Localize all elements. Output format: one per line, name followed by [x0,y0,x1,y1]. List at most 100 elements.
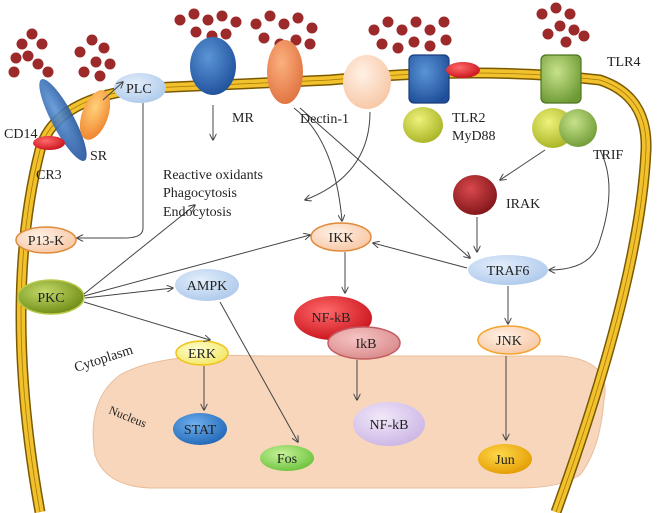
ligand-bead [86,34,98,46]
mr-receptor [190,37,236,95]
myd88-adapter [403,107,443,143]
ligand-bead [94,70,106,82]
arrow-trif-traf6 [549,149,610,270]
tlr4-label: TLR4 [607,55,640,70]
stat-node [173,413,227,445]
ligand-bead [424,24,436,36]
ligand-bead [292,12,304,24]
ligand-bead [78,66,90,78]
ligand-bead [560,36,572,48]
ligand-bead [392,42,404,54]
pkc-label: PKC [37,291,64,306]
arrow-pkc-responses [83,205,195,295]
arrow-pkc-ikk [83,235,310,297]
erk-label: ERK [188,347,216,362]
ligand-bead [290,34,302,46]
cr3-receptor [39,79,87,161]
nfkb-nucleus-node [353,402,425,446]
ligand-bead [278,18,290,30]
jun-label: Jun [495,453,514,468]
myd88-label: MyD88 [452,129,496,144]
arrow-plc-p13k [77,103,144,238]
ligand-bead [190,26,202,38]
ligand-bead [564,8,576,20]
sr-receptor [79,90,111,140]
fos-node [260,445,314,471]
ligand-bead [42,66,54,78]
ligand-bead [36,38,48,50]
tlr2-receptor [408,54,450,104]
ligand-cluster [536,2,590,48]
nfkb-cyto-label: NF-kB [312,311,351,326]
dectin1-label: Dectin-1 [300,112,349,127]
ligand-bead [424,40,436,52]
ligand-bead [542,28,554,40]
ligand-bead [250,18,262,30]
ligand-bead [408,36,420,48]
response-reactive-oxidants: Reactive oxidants [163,168,263,183]
ligand-bead [368,24,380,36]
ligand-bead [438,16,450,28]
ligand-bead [202,14,214,26]
trif-label: TRIF [593,148,624,163]
ligand-bead [188,8,200,20]
dectin1-partner [343,55,391,109]
ikk-label: IKK [329,231,354,246]
p13k-label: P13-K [28,234,65,249]
response-phagocytosis: Phagocytosis [163,186,237,201]
ligand-bead [440,34,452,46]
ligand-cluster [8,28,54,78]
plc-node [114,73,166,103]
ligand-bead [410,16,422,28]
plc-label: PLC [126,82,152,97]
ikb-node [327,326,401,360]
irak-label: IRAK [506,197,540,212]
cd14-label: CD14 [4,127,37,142]
ikb-label: IkB [356,337,377,352]
cd14-receptor [33,136,65,150]
dectin1-receptor [267,40,303,104]
ampk-label: AMPK [187,279,227,294]
ligand-bead [32,58,44,70]
ligand-bead [306,22,318,34]
ligand-bead [98,42,110,54]
stat-label: STAT [184,423,217,438]
ligand-bead [22,50,34,62]
ligand-bead [104,58,116,70]
ligand-bead [10,52,22,64]
ligand-bead [554,20,566,32]
ligand-bead [230,16,242,28]
ligand-bead [568,24,580,36]
ligand-bead [376,38,388,50]
irak-node [453,175,497,215]
ligand-cluster [74,34,116,82]
ligand-bead [258,32,270,44]
ampk-node [175,269,239,301]
ligand-bead [90,56,102,68]
pathway-arrows [77,82,610,442]
ligand-bead [16,38,28,50]
erk-node [175,340,229,366]
ligand-bead [382,16,394,28]
ligand-bead [304,38,316,50]
ligand-bead [174,14,186,26]
arrow-dectin-traf6 [299,107,470,258]
cytoplasm-label: Cytoplasm [73,343,135,376]
ligand-cluster [368,16,452,54]
jun-node [478,444,532,474]
ligand-bead [74,46,86,58]
ligand-bead [26,28,38,40]
ligand-bead [8,66,20,78]
traf6-node [468,255,548,285]
arrow-dectin-ikk [293,107,342,221]
ligand-bead [216,10,228,22]
response-endocytosis: Endocytosis [163,205,231,220]
tlr4-receptor [540,54,582,104]
nucleus-region [92,354,606,489]
traf6-label: TRAF6 [487,264,530,279]
ligand-clusters [8,2,590,82]
jnk-label: JNK [496,334,522,349]
ligand-bead [396,24,408,36]
